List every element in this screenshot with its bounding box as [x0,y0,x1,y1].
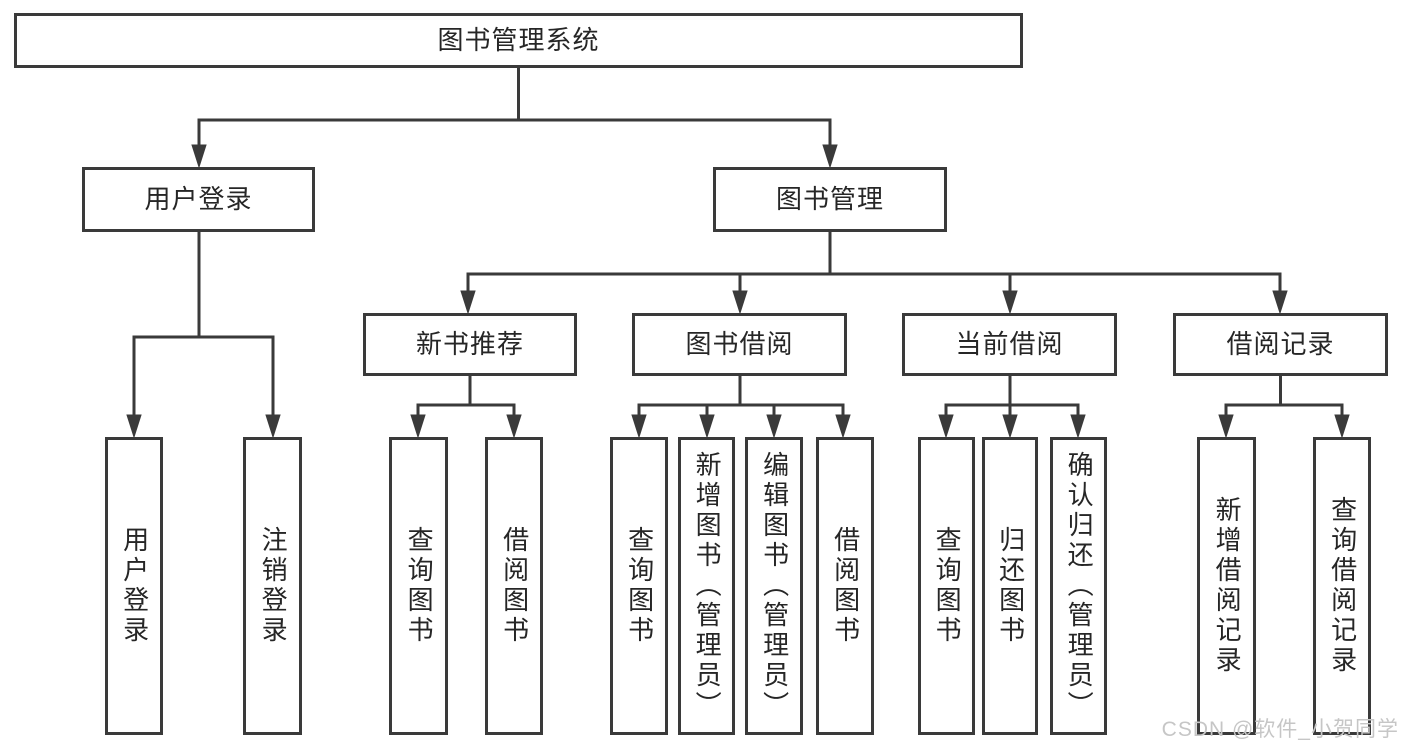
leaf-add-book-admin: 新增图书（管理员） [678,437,735,735]
csdn-watermark: CSDN @软件_小贺同学 [1161,718,1399,741]
leaf-query-borrow-record: 查询借阅记录 [1313,437,1371,735]
node-root-system: 图书管理系统 [14,13,1023,68]
node-current-borrow: 当前借阅 [902,313,1117,376]
leaf-user-login: 用户登录 [105,437,163,735]
leaf-query-books-borrow: 查询图书 [610,437,668,735]
leaf-query-books-recommend: 查询图书 [389,437,448,735]
leaf-add-borrow-record: 新增借阅记录 [1197,437,1256,735]
leaf-query-books-current: 查询图书 [918,437,975,735]
leaf-edit-book-admin: 编辑图书（管理员） [745,437,803,735]
leaf-confirm-return-admin: 确认归还（管理员） [1050,437,1107,735]
node-book-management: 图书管理 [713,167,947,232]
leaf-return-book: 归还图书 [982,437,1038,735]
node-book-borrow: 图书借阅 [632,313,847,376]
node-user-login: 用户登录 [82,167,315,232]
node-borrow-records: 借阅记录 [1173,313,1388,376]
node-new-book-recommend: 新书推荐 [363,313,577,376]
leaf-borrow-books-recommend: 借阅图书 [485,437,543,735]
leaf-borrow-books: 借阅图书 [816,437,874,735]
leaf-logout: 注销登录 [243,437,302,735]
